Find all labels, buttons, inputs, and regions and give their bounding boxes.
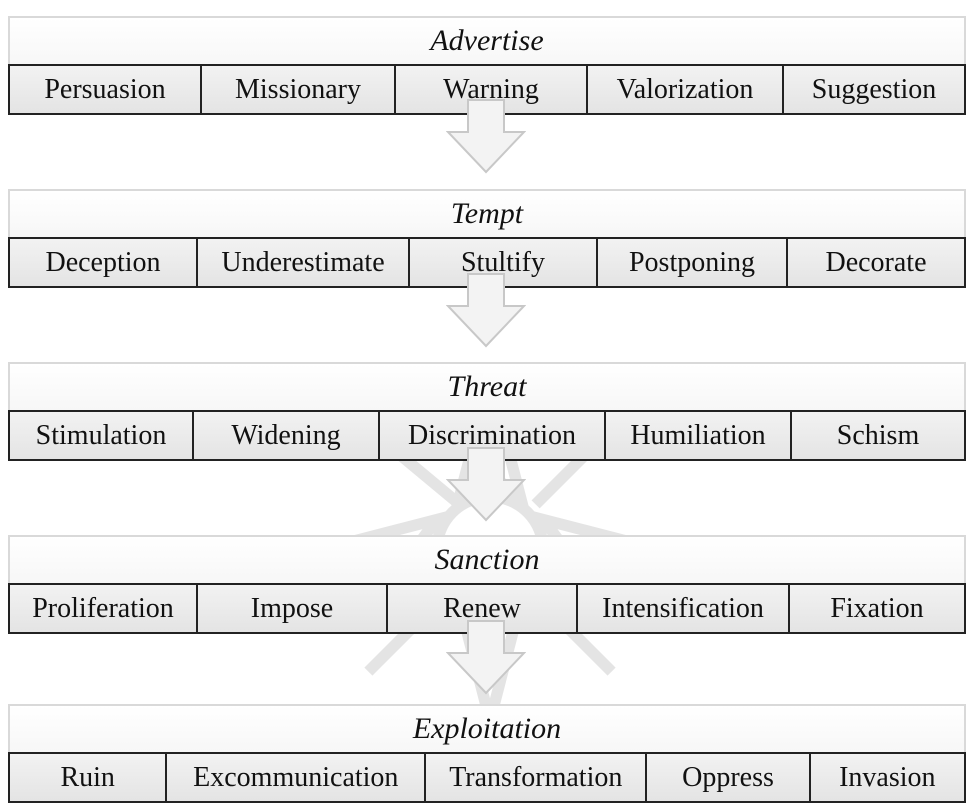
down-arrow-icon <box>446 619 526 695</box>
stage-item: Widening <box>194 412 380 459</box>
stage-item: Invasion <box>810 754 964 801</box>
stage-item: Ruin <box>10 754 168 801</box>
stage-item: Impose <box>198 585 388 632</box>
stage-item: Suggestion <box>784 66 964 113</box>
down-arrow-icon <box>446 272 526 348</box>
stage-title: Advertise <box>8 16 966 64</box>
stage-title: Sanction <box>8 535 966 583</box>
stage-item: Deception <box>10 239 198 286</box>
stage-item: Postponing <box>598 239 788 286</box>
stage-item: Missionary <box>202 66 396 113</box>
stage-items-row: Ruin Excommunication Transformation Oppr… <box>8 752 966 803</box>
stage-item: Transformation <box>426 754 648 801</box>
down-arrow-icon <box>446 98 526 174</box>
stage-item: Excommunication <box>167 754 427 801</box>
stage-item: Intensification <box>578 585 790 632</box>
stage-item: Underestimate <box>198 239 410 286</box>
stage-item: Humiliation <box>606 412 792 459</box>
stage-item: Oppress <box>647 754 811 801</box>
stage-item: Stimulation <box>10 412 194 459</box>
stage-item: Valorization <box>588 66 784 113</box>
stage-title: Threat <box>8 362 966 410</box>
stage-title: Tempt <box>8 189 966 237</box>
stage-item: Fixation <box>790 585 964 632</box>
stage-item: Schism <box>792 412 964 459</box>
stage-item: Discrimination <box>380 412 606 459</box>
stage-item: Decorate <box>788 239 964 286</box>
stage-title: Exploitation <box>8 704 966 752</box>
stage-item: Persuasion <box>10 66 202 113</box>
stage-item: Proliferation <box>10 585 198 632</box>
down-arrow-icon <box>446 446 526 522</box>
